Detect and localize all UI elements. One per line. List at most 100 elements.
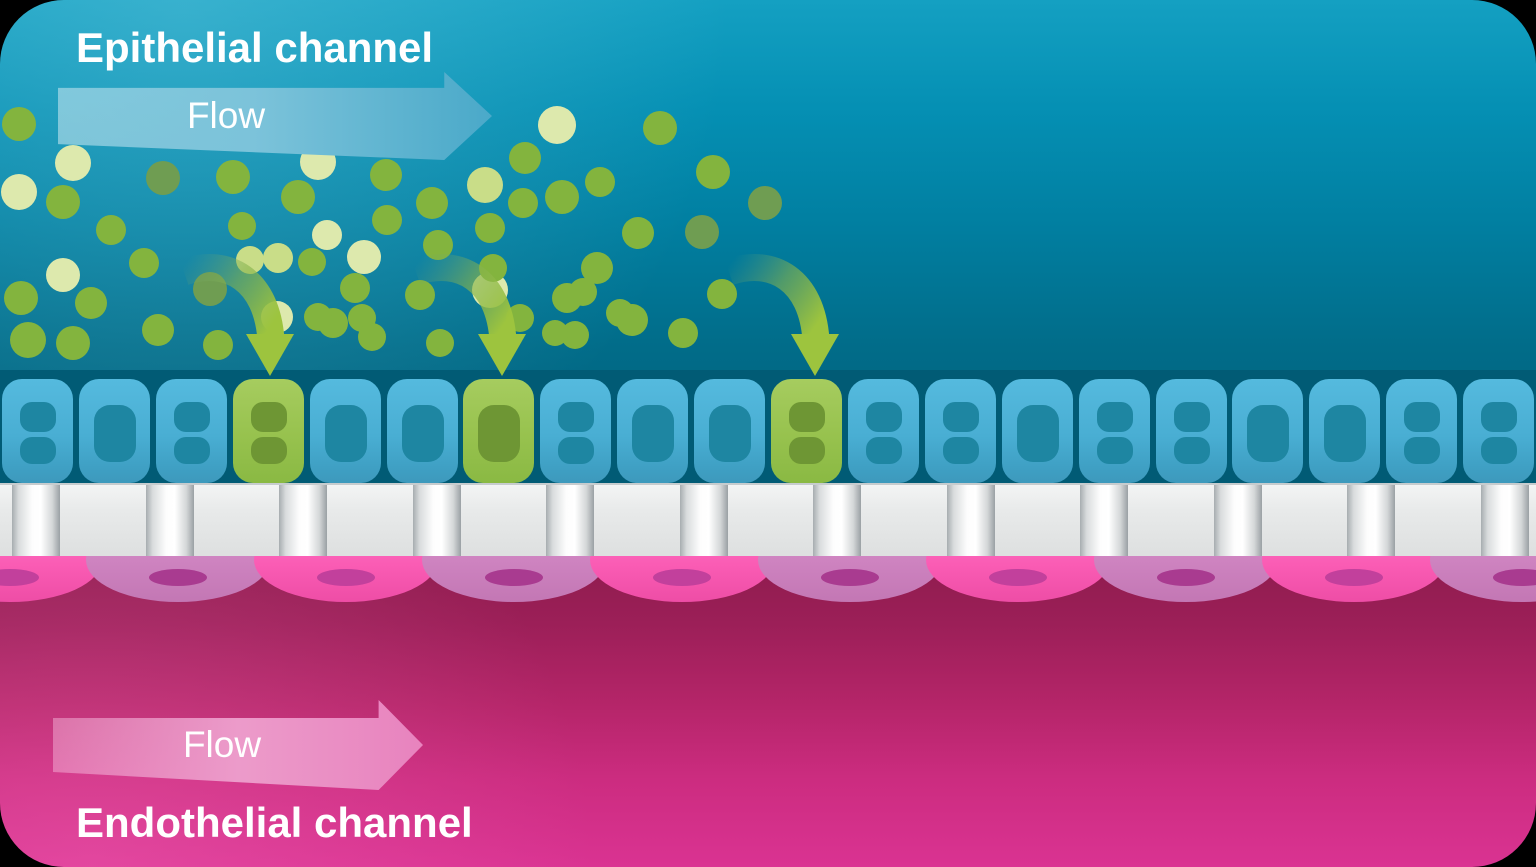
particle-dot [467,167,503,203]
endothelial-nucleus [317,569,375,586]
membrane-pore [1480,485,1529,558]
membrane-pore [412,485,461,558]
epithelial-cell [540,379,612,483]
cell-nucleus-lobe [789,437,825,464]
cell-nucleus-lobe [20,402,56,432]
epithelial-cell [1232,379,1304,483]
epithelial-channel-label: Epithelial channel [76,24,434,71]
flow-label-top: Flow [186,95,266,136]
membrane-pore [145,485,194,558]
membrane [0,483,1536,558]
particle-dot [340,273,370,303]
epithelial-cell [1001,379,1073,483]
particle-dot [748,186,782,220]
particle-dot [203,330,233,360]
endothelial-nucleus [653,569,711,586]
particle-dot [405,280,435,310]
particle-dot [370,159,402,191]
particle-dot [416,187,448,219]
cell-nucleus [93,405,136,462]
cell-nucleus [709,405,752,462]
cell-nucleus-lobe [1096,437,1133,464]
particle-dot [46,258,80,292]
membrane-pore [279,485,327,558]
cell-nucleus [401,405,444,462]
particle-dot [475,213,505,243]
particle-dot [508,188,538,218]
uptake-arrow-shaft [411,254,517,342]
membrane-pore [1347,485,1395,558]
epithelial-cell [155,379,227,483]
particle-dot [56,326,90,360]
infected-epithelial-cell [463,379,535,483]
particle-dot [312,220,342,250]
particle-dot [347,240,381,274]
cell-nucleus-lobe [1096,402,1133,432]
membrane-pore [546,485,594,558]
cell-nucleus-lobe [1173,402,1210,432]
particle-dot [545,180,579,214]
particle-dot [1,174,37,210]
endothelial-nucleus [821,569,879,586]
epithelial-cell [924,379,996,483]
particle-dot [4,281,38,315]
particle-dot [216,160,250,194]
particle-dot [298,248,326,276]
membrane-pore [679,485,728,558]
membrane-pore [813,485,861,558]
membrane-pore [1080,485,1128,558]
particle-dot [304,303,332,331]
endothelial-nucleus [485,569,543,586]
infected-epithelial-cell [771,379,842,483]
uptake-arrow-head [478,334,526,376]
cell-nucleus [1247,405,1290,462]
particle-dot [142,314,174,346]
particle-dot [622,217,654,249]
particle-dot [707,279,737,309]
endothelial-channel-background [0,556,1536,867]
particle-dot [55,145,91,181]
cell-nucleus-lobe [1481,437,1518,464]
epithelial-cell [847,379,919,483]
cell-nucleus [1324,405,1367,462]
cell-nucleus-lobe [789,402,825,432]
membrane-pore [1213,485,1262,558]
cell-nucleus-lobe [173,402,210,432]
endothelial-layer [0,556,1536,602]
cell-nucleus-lobe [865,437,902,464]
flow-label-bottom: Flow [182,724,262,765]
uptake-arrow-shaft [179,254,285,342]
particle-dot [585,167,615,197]
particle-dot [2,107,36,141]
cell-nucleus-lobe [1404,402,1441,432]
particle-dot [569,278,597,306]
particle-dot [696,155,730,189]
particle-dot [509,142,541,174]
particle-dot [542,320,568,346]
epithelial-cell [1309,379,1381,483]
cell-nucleus [478,405,521,462]
cell-nucleus-lobe [20,437,56,464]
cell-nucleus-lobe [173,437,210,464]
endothelial-nucleus [1157,569,1215,586]
uptake-arrow-head [246,334,294,376]
epithelial-cell [78,379,150,483]
particle-dot [146,161,180,195]
particle-dot [10,322,46,358]
particle-dot [358,323,386,351]
cell-nucleus-lobe [1173,437,1210,464]
epithelial-cell [694,379,766,483]
epithelial-cell [309,379,381,483]
particle-dot [685,215,719,249]
particle-dot [96,215,126,245]
epithelial-cell [1078,379,1150,483]
particle-dot [46,185,80,219]
particle-dot [228,212,256,240]
cell-nucleus [632,405,675,462]
particle-dot [372,205,402,235]
epithelial-cell [2,379,73,483]
epithelial-cell [386,379,458,483]
particle-dot [75,287,107,319]
particle-dot [426,329,454,357]
